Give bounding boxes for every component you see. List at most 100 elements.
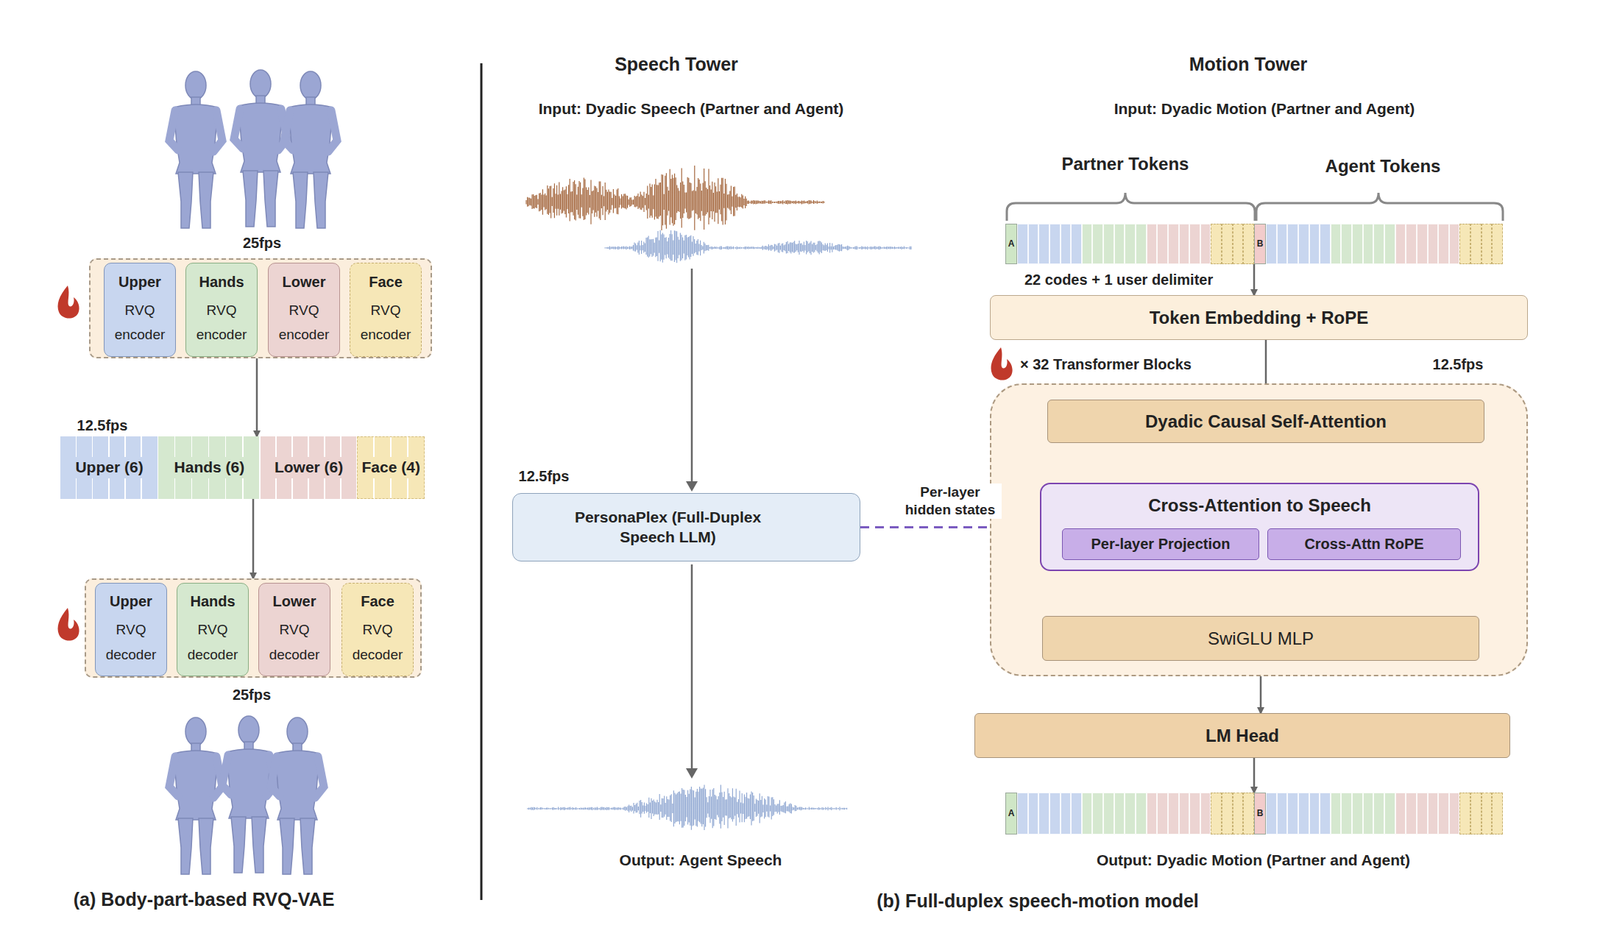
node-text: A [1008,238,1015,250]
node-text: RVQ encoder [352,298,419,348]
code-cell [1028,792,1040,835]
code-cell [1189,223,1201,265]
code-cell [1156,223,1168,265]
code-cell [1200,223,1212,265]
code-cell [1330,792,1342,835]
code-cell [1319,792,1331,835]
token-strip: Upper (6)Hands (6)Lower (6)Face (4) [60,436,425,499]
node-text: Upper [118,273,162,291]
output-speech-waveform [527,784,848,831]
rvq-box: FaceRVQ decoder [341,582,414,677]
code-cell [1135,792,1147,835]
agent-speech-waveform [604,230,912,263]
code-cell [1060,223,1072,265]
token-segment: Face (4) [356,436,425,499]
code-cell [1395,223,1407,265]
code-cell [1038,792,1050,835]
code-cell [1405,223,1417,265]
code-cell [1243,792,1255,835]
code-cell [1189,792,1201,835]
delimiter-cell: B [1254,223,1266,265]
process-box: PersonaPlex (Full-Duplex Speech LLM) [512,493,861,562]
annotation-label: Speech Tower [614,53,739,76]
code-cell [1103,223,1115,265]
annotation-label: Partner Tokens [1062,153,1190,175]
code-cell [1124,792,1136,835]
process-box: Per-layer Projection [1062,528,1260,561]
annotation-label: 12.5fps [1432,356,1484,374]
code-cell [1221,792,1233,835]
code-cell [1070,792,1082,835]
node-text: RVQ decoder [344,617,411,667]
code-cell [1017,223,1029,265]
code-cell [1243,223,1255,265]
node-text: PersonaPlex (Full-Duplex Speech LLM) [557,507,779,547]
node-text: Dyadic Causal Self-Attention [1145,410,1387,433]
panel-divider [480,63,483,901]
node-text: RVQ encoder [270,298,338,348]
code-cell [1340,792,1352,835]
node-text: Per-layer Projection [1091,535,1231,554]
code-cell [1210,792,1222,835]
code-cell [1049,792,1061,835]
arrow-connector [1253,264,1256,296]
node-text: Cross-Attn RoPE [1304,535,1424,554]
code-cell [1309,792,1321,835]
annotation-label: 12.5fps [518,468,570,486]
code-cell [1017,792,1029,835]
rvq-box: LowerRVQ encoder [267,262,341,357]
code-cell [1146,223,1158,265]
code-cell [1287,223,1299,265]
node-text: Token Embedding + RoPE [1149,306,1369,329]
code-cell [1363,792,1375,835]
node-text: Face [360,592,395,611]
node-text: B [1257,238,1264,250]
code-cell [1070,223,1082,265]
code-cell [1167,223,1180,265]
code-cell [1298,223,1310,265]
node-text: RVQ decoder [261,617,328,667]
code-cell [1092,223,1104,265]
node-text: Lower (6) [272,457,346,478]
node-text: Upper [109,592,153,611]
node-text: Face [368,273,403,291]
arrow-connector [1253,758,1256,793]
node-text: B [1257,808,1264,820]
edge-label: Per-layer hidden states [898,483,1002,519]
code-cell [1081,792,1093,835]
node-text: Lower [273,592,317,611]
annotation-label: Agent Tokens [1325,156,1442,177]
annotation-label: 12.5fps [77,417,129,435]
code-cell [1135,223,1147,265]
code-cell [1156,792,1168,835]
code-cell [1363,223,1375,265]
annotation-label: Input: Dyadic Motion (Partner and Agent) [1114,100,1416,118]
code-cell [1092,792,1104,835]
code-cell [1049,223,1061,265]
node-text: Lower [282,273,327,291]
annotation-label: × 32 Transformer Blocks [1020,356,1192,374]
code-cell [1449,223,1461,265]
rvq-box: HandsRVQ encoder [185,262,258,357]
code-cell [1416,223,1428,265]
node-text: Hands (6) [172,457,248,478]
annotation-label: 22 codes + 1 user delimiter [1024,271,1213,289]
code-cell [1028,223,1040,265]
token-strip: AB [1005,223,1503,265]
code-cell [1438,223,1450,265]
code-cell [1330,223,1342,265]
node-text: A [1008,808,1015,820]
group-band: UpperRVQ encoderHandsRVQ encoderLowerRVQ… [89,258,433,359]
process-box: SwiGLU MLP [1042,616,1480,661]
node-text: LM Head [1205,724,1280,748]
code-cell [1114,223,1126,265]
code-cell [1427,223,1439,265]
code-cell [1405,792,1417,835]
caption-text: (a) Body-part-based RVQ-VAE [73,889,335,911]
code-cell [1309,223,1321,265]
rvq-box: LowerRVQ decoder [258,582,331,677]
rvq-box: UpperRVQ decoder [94,582,168,677]
annotation-label: 25fps [232,686,271,704]
arrow-connector [256,358,259,437]
